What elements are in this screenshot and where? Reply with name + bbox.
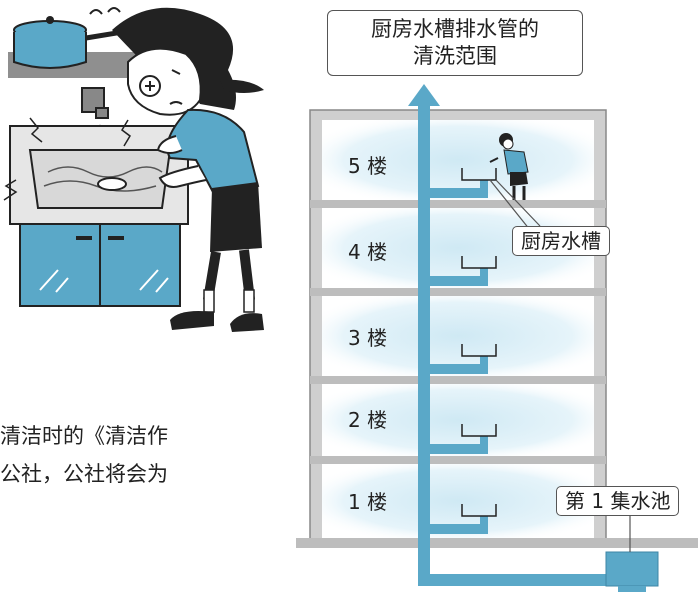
faucet-icon [81, 87, 105, 113]
pot-knob [46, 16, 54, 24]
main-drain-pipe [418, 100, 430, 586]
clogged-sink-illustration [3, 7, 264, 332]
floor-slab [310, 288, 606, 296]
small-person-icon [489, 133, 529, 200]
floor-slab [310, 376, 606, 384]
sink-basin [28, 149, 172, 209]
collection-tank-label: 第 1 集水池 [556, 486, 680, 516]
floor-label-2: 2 楼 [348, 408, 388, 432]
diagram-title: 厨房水槽排水管的 清洗范围 [327, 10, 583, 76]
floor-slab [310, 456, 606, 464]
title-line-1: 厨房水槽排水管的 [371, 17, 539, 41]
body-text-line-1: 清洁时的《清洁作 [0, 424, 168, 448]
drain-icon [97, 177, 127, 191]
floor-label-3: 3 楼 [348, 326, 388, 350]
sink-branch-4f [424, 256, 497, 286]
floor-label-4: 4 楼 [348, 240, 388, 264]
sink-label: 厨房水槽 [512, 226, 610, 256]
sink-branch-2f [424, 424, 497, 454]
bottom-drain-pipe [418, 574, 614, 586]
floor-label-1: 1 楼 [348, 490, 388, 514]
worried-person-icon [112, 7, 264, 332]
sink-branch-3f [424, 344, 497, 374]
ground-slab [296, 538, 698, 548]
collection-tank-icon [605, 551, 659, 587]
sink-branch-5f [424, 168, 497, 198]
pot-body [13, 32, 87, 69]
title-line-2: 清洗范围 [413, 44, 497, 68]
up-arrow-icon [408, 84, 440, 106]
floor-label-5: 5 楼 [348, 154, 388, 178]
building-cross-section [296, 84, 698, 592]
floor-slab [310, 200, 606, 208]
body-text-line-2: 公社，公社将会为 [0, 462, 168, 486]
sink-branch-1f [424, 504, 497, 534]
